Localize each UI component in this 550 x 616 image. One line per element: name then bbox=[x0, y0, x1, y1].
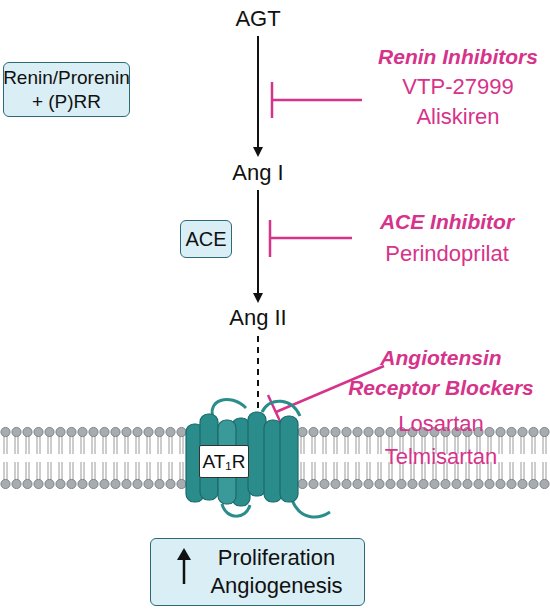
node-text: Proliferation Angiogenesis bbox=[199, 544, 354, 600]
receptor-illustration bbox=[186, 399, 330, 517]
drug-class-label: Renin Inhibitors bbox=[358, 42, 550, 72]
pathway-arrow bbox=[257, 36, 259, 152]
enzyme-box: ACE bbox=[180, 220, 232, 258]
node-text: Renin/Prorenin + (P)RR bbox=[3, 66, 130, 114]
node-text: ACE bbox=[185, 227, 226, 251]
pathway-arrow bbox=[257, 190, 259, 298]
dashed-arrow bbox=[257, 336, 259, 420]
molecule-label: Ang II bbox=[213, 303, 303, 333]
increase-arrow bbox=[183, 556, 186, 584]
drug-label: Perindoprilat bbox=[352, 239, 542, 269]
drug-class-label: ACE Inhibitor bbox=[352, 207, 542, 237]
drug-class-label: Angiotensin Receptor Blockers bbox=[335, 343, 547, 403]
receptor-label-box: AT₁R bbox=[199, 445, 249, 478]
drug-label: Aliskiren bbox=[368, 102, 548, 132]
drug-label: Telmisartan bbox=[351, 442, 531, 472]
enzyme-box: Renin/Prorenin + (P)RR bbox=[3, 62, 130, 117]
molecule-label: Ang I bbox=[213, 158, 303, 188]
molecule-label: AGT bbox=[213, 4, 303, 34]
drug-label: VTP-27999 bbox=[368, 72, 548, 102]
drug-label: Losartan bbox=[351, 409, 531, 439]
outcome-box: Proliferation Angiogenesis bbox=[150, 538, 365, 606]
node-text: AT₁R bbox=[202, 451, 245, 473]
